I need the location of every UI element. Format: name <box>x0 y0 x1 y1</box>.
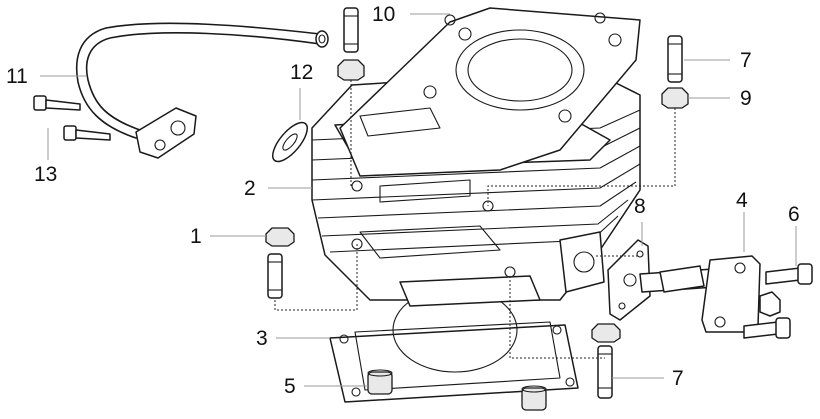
callout-12: 12 <box>290 61 314 84</box>
callout-5: 5 <box>284 375 296 398</box>
callout-4: 4 <box>736 189 748 212</box>
oil-pipe <box>75 22 329 159</box>
washer <box>272 121 308 163</box>
callout-3: 3 <box>256 327 268 350</box>
callout-11: 11 <box>6 65 28 88</box>
callout-6: 6 <box>788 203 800 226</box>
callout-8: 8 <box>634 195 646 218</box>
assembly-lines <box>274 80 676 359</box>
dowel-rings <box>367 369 547 411</box>
callout-10: 10 <box>372 3 396 26</box>
banjo-bolts <box>33 95 111 141</box>
flange-nuts <box>265 59 689 343</box>
head-gasket <box>339 7 641 177</box>
dowel-pins <box>267 7 683 399</box>
leader-lines <box>40 13 797 387</box>
callout-9: 9 <box>740 87 752 110</box>
callout-2: 2 <box>244 177 256 200</box>
callout-7-lower: 7 <box>672 367 684 390</box>
cam-chain-tensioner <box>607 239 813 339</box>
base-gasket <box>329 287 579 403</box>
callout-1: 1 <box>190 225 202 248</box>
callout-7-upper: 7 <box>740 49 752 72</box>
callout-13: 13 <box>34 163 58 186</box>
